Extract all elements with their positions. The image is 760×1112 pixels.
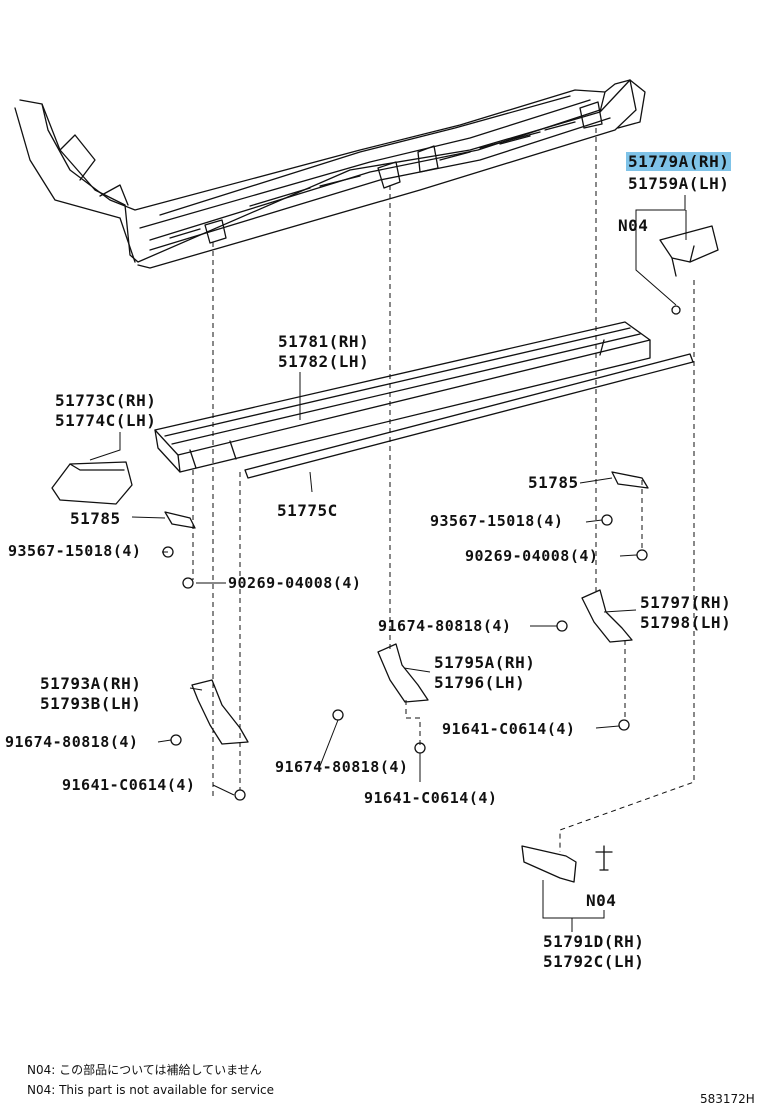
part-label-51774c[interactable]: 51774C(LH) xyxy=(55,411,157,430)
part-label-91641-right[interactable]: 91641-C0614(4) xyxy=(442,720,576,738)
part-label-91674-bottom[interactable]: 91674-80818(4) xyxy=(275,758,409,776)
part-label-93567-right[interactable]: 93567-15018(4) xyxy=(430,512,564,530)
note-label-n04-top: N04 xyxy=(618,216,649,235)
note-label-n04-bottom: N04 xyxy=(586,891,617,910)
part-label-51795a[interactable]: 51795A(RH) xyxy=(434,653,536,672)
part-label-51775c[interactable]: 51775C xyxy=(277,501,338,520)
highlight: 51779A(RH) xyxy=(626,152,732,171)
bracket-51797-illustration xyxy=(581,589,633,643)
bracket-51793-illustration xyxy=(191,679,249,745)
part-label-51791d[interactable]: 51791D(RH) xyxy=(543,932,645,951)
footnote-japanese: N04: この部品については補給していません xyxy=(27,1063,262,1077)
step-strip-illustration xyxy=(244,353,694,479)
part-label-51782[interactable]: 51782(LH) xyxy=(278,352,370,371)
step-board-illustration xyxy=(154,321,651,473)
end-cover-left-illustration xyxy=(51,461,133,505)
part-label-51797[interactable]: 51797(RH) xyxy=(640,593,732,612)
part-label-51798[interactable]: 51798(LH) xyxy=(640,613,732,632)
part-label-51793a[interactable]: 51793A(RH) xyxy=(40,674,142,693)
part-label-51785-right[interactable]: 51785 xyxy=(528,473,579,492)
mudguard-illustration xyxy=(521,845,577,883)
part-label-51773c[interactable]: 51773C(RH) xyxy=(55,391,157,410)
part-label-51759a[interactable]: 51759A(LH) xyxy=(628,174,730,193)
part-label-51792c[interactable]: 51792C(LH) xyxy=(543,952,645,971)
part-label-51796[interactable]: 51796(LH) xyxy=(434,673,526,692)
bracket-51795-illustration xyxy=(377,643,429,703)
part-label-51793b[interactable]: 51793B(LH) xyxy=(40,694,142,713)
part-label-90269-right[interactable]: 90269-04008(4) xyxy=(465,547,599,565)
part-label-51779a[interactable]: 51779A(RH) xyxy=(626,152,732,172)
part-label-93567-left[interactable]: 93567-15018(4) xyxy=(8,542,142,560)
part-label-91674-mid[interactable]: 91674-80818(4) xyxy=(378,617,512,635)
end-cover-right-illustration xyxy=(659,225,719,263)
part-label-51781[interactable]: 51781(RH) xyxy=(278,332,370,351)
part-label-91641-mid[interactable]: 91641-C0614(4) xyxy=(364,789,498,807)
part-label-91641-left[interactable]: 91641-C0614(4) xyxy=(62,776,196,794)
part-label-90269-left[interactable]: 90269-04008(4) xyxy=(228,574,362,592)
footnote-english: N04: This part is not available for serv… xyxy=(27,1083,275,1097)
body-frame-illustration xyxy=(14,79,646,269)
diagram-reference-id: 583172H xyxy=(700,1092,755,1106)
part-label-91674-left[interactable]: 91674-80818(4) xyxy=(5,733,139,751)
part-label-51785-left[interactable]: 51785 xyxy=(70,509,121,528)
